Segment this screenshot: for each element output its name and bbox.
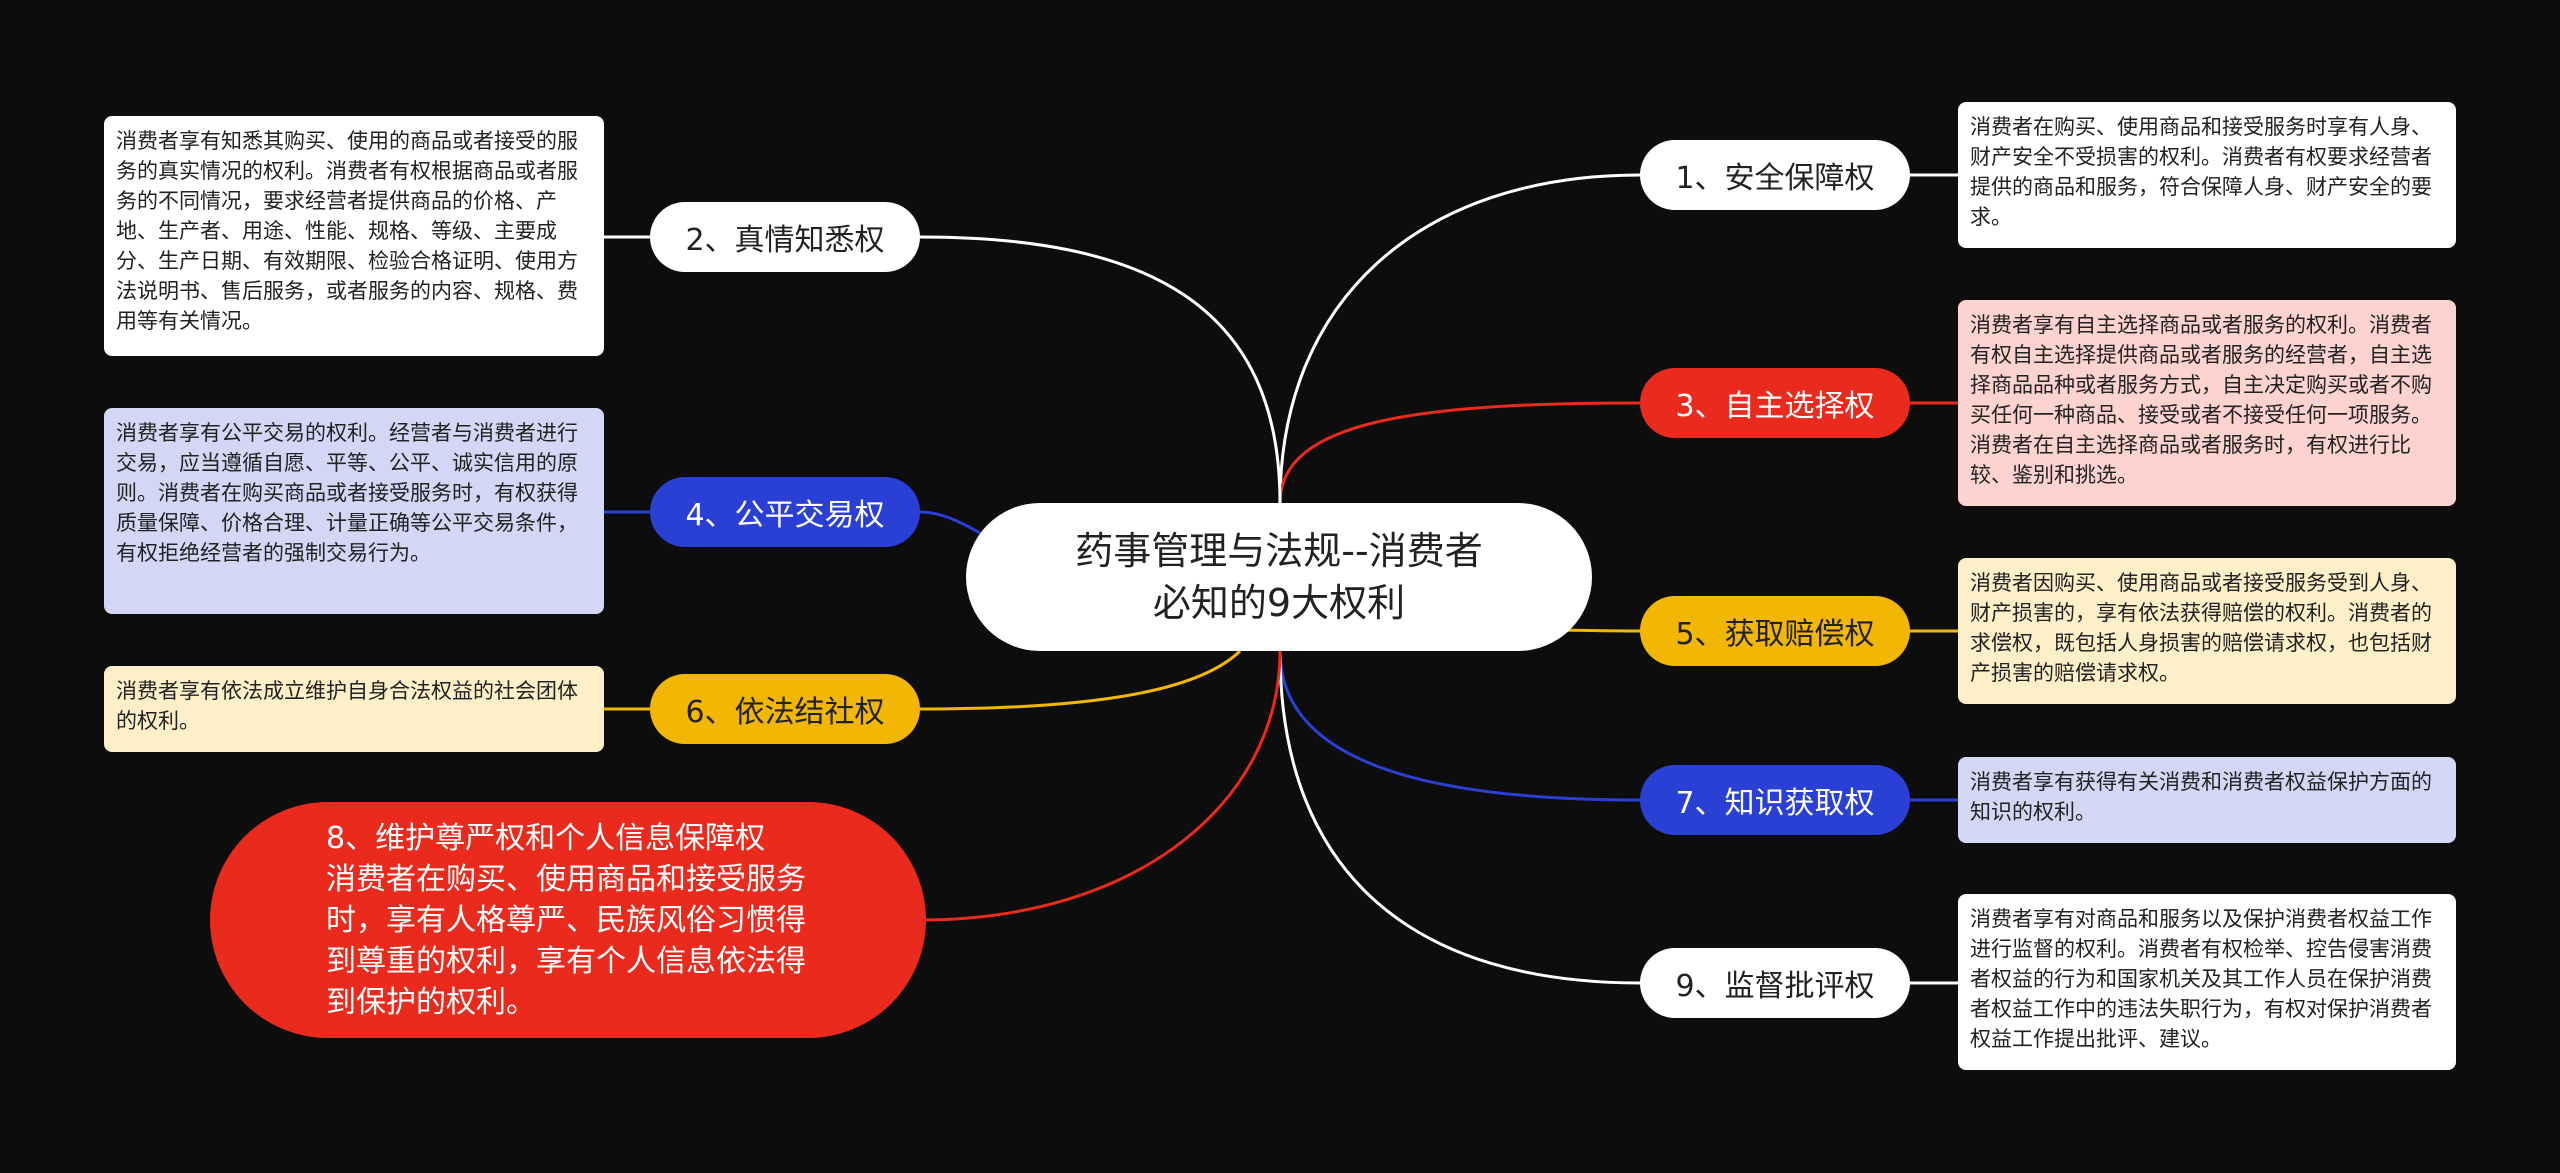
central-topic[interactable]: 药事管理与法规--消费者 必知的9大权利 [966, 503, 1592, 651]
note-9: 消费者享有对商品和服务以及保护消费者权益工作进行监督的权利。消费者有权检举、控告… [1958, 894, 2456, 1070]
link-8 [919, 650, 1282, 922]
branch-6[interactable]: 6、依法结社权 [650, 674, 920, 744]
note-4: 消费者享有公平交易的权利。经营者与消费者进行交易，应当遵循自愿、平等、公平、诚实… [104, 408, 604, 614]
branch-7[interactable]: 7、知识获取权 [1640, 765, 1910, 835]
branch-8-label: 8、维护尊严权和个人信息保障权 [326, 821, 766, 856]
link-6 [919, 649, 1242, 711]
link-1 [1278, 173, 1641, 504]
branch-8[interactable]: 8、维护尊严权和个人信息保障权 消费者在购买、使用商品和接受服务时，享有人格尊严… [210, 802, 926, 1038]
link-3 [1278, 401, 1641, 504]
note-1: 消费者在购买、使用商品和接受服务时享有人身、财产安全不受损害的权利。消费者有权要… [1958, 102, 2456, 248]
link-2 [919, 235, 1282, 504]
central-topic-line1: 药事管理与法规--消费者 [1075, 529, 1483, 573]
note-6: 消费者享有依法成立维护自身合法权益的社会团体的权利。 [104, 666, 604, 752]
branch-3[interactable]: 3、自主选择权 [1640, 368, 1910, 438]
note-2: 消费者享有知悉其购买、使用的商品或者接受的服务的真实情况的权利。消费者有权根据商… [104, 116, 604, 356]
note-7: 消费者享有获得有关消费和消费者权益保护方面的知识的权利。 [1958, 757, 2456, 843]
central-topic-line2: 必知的9大权利 [1152, 581, 1406, 625]
link-7 [1278, 650, 1641, 802]
branch-9[interactable]: 9、监督批评权 [1640, 948, 1910, 1018]
branch-1[interactable]: 1、安全保障权 [1640, 140, 1910, 210]
note-3: 消费者享有自主选择商品或者服务的权利。消费者有权自主选择提供商品或者服务的经营者… [1958, 300, 2456, 506]
link-9 [1278, 650, 1641, 985]
note-5: 消费者因购买、使用商品或者接受服务受到人身、财产损害的，享有依法获得赔偿的权利。… [1958, 558, 2456, 704]
branch-8-note: 消费者在购买、使用商品和接受服务时，享有人格尊严、民族风俗习惯得到尊重的权利，享… [326, 862, 806, 1020]
branch-5[interactable]: 5、获取赔偿权 [1640, 596, 1910, 666]
branch-2[interactable]: 2、真情知悉权 [650, 202, 920, 272]
branch-4[interactable]: 4、公平交易权 [650, 477, 920, 547]
